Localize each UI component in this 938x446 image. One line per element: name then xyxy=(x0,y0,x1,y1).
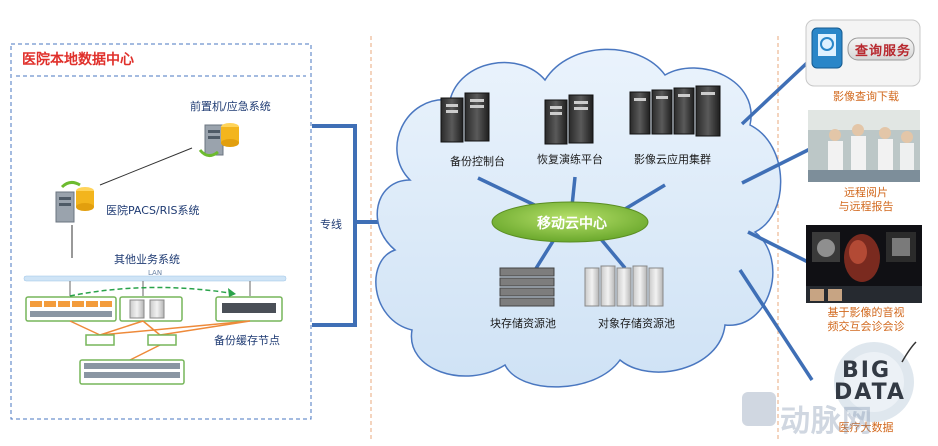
recovery-platform-servers-icon xyxy=(544,94,594,145)
tape-library xyxy=(79,359,185,385)
lan-bar xyxy=(23,275,287,282)
local-datacenter-box xyxy=(10,43,312,420)
pacs-to-frontend-line xyxy=(99,147,193,186)
app-cluster-servers-icon xyxy=(629,85,721,137)
bigdata-word-1: BIG xyxy=(842,358,892,383)
other-systems-label: 其他业务系统 xyxy=(114,253,180,266)
backup-appliance xyxy=(215,296,283,322)
service-label-query: 影像查询下载 xyxy=(833,90,899,103)
app-cluster-label: 影像云应用集群 xyxy=(634,153,711,166)
block-storage-label: 块存储资源池 xyxy=(490,317,556,330)
remote-reading-photo xyxy=(808,110,920,182)
watermark-logo xyxy=(742,392,776,426)
query-service-button[interactable]: 查询服务 xyxy=(855,44,912,59)
service-label-consult: 基于影像的音视 频交互会诊会诊 xyxy=(827,306,905,333)
hub-label: 移动云中心 xyxy=(537,216,607,232)
cache-servers xyxy=(119,296,183,322)
video-consult-screens xyxy=(806,225,922,303)
frontend-system-label: 前置机/应急系统 xyxy=(190,100,271,113)
query-service-card xyxy=(805,19,921,87)
pacs-system-label: 医院PACS/RIS系统 xyxy=(106,204,200,217)
object-storage-icon xyxy=(584,265,664,307)
mobile-cloud-hub xyxy=(491,201,649,243)
bigdata-word-2: DATA xyxy=(834,380,906,405)
big-data-graphic xyxy=(834,341,917,422)
pacs-server-icon xyxy=(55,180,94,223)
replication-dashed-arrow xyxy=(69,286,237,297)
frontend-server-icon xyxy=(198,123,239,157)
backup-console-label: 备份控制台 xyxy=(450,155,505,168)
block-storage-icon xyxy=(499,267,555,307)
object-storage-label: 对象存储资源池 xyxy=(598,317,675,330)
service-label-bigdata: 医疗大数据 xyxy=(838,421,894,434)
dedicated-link-bracket xyxy=(312,124,357,327)
dedicated-link-label: 专线 xyxy=(320,218,342,231)
disk-array xyxy=(25,296,117,322)
watermark-text: 动脉网 xyxy=(780,404,873,439)
cache-node-label: 备份缓存节点 xyxy=(214,334,280,347)
backup-console-servers-icon xyxy=(440,92,490,143)
local-datacenter-title: 医院本地数据中心 xyxy=(22,52,134,68)
fc-switches xyxy=(85,334,177,346)
lan-label: LAN xyxy=(148,269,163,277)
recovery-platform-label: 恢复演练平台 xyxy=(537,153,603,166)
service-label-remote: 远程阅片 与远程报告 xyxy=(838,186,894,213)
